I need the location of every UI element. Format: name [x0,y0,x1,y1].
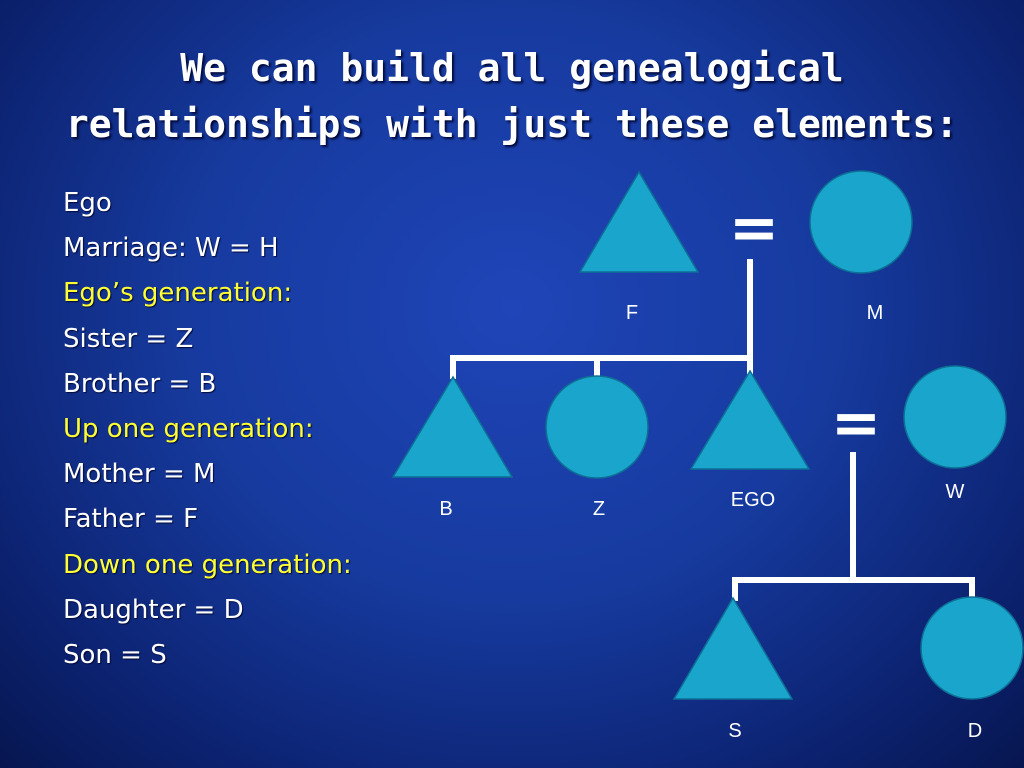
legend-item-son: Son = S [63,639,167,670]
legend-heading-down-one-generation: Down one generation: [63,549,352,580]
legend-item-daughter: Daughter = D [63,594,244,625]
label-sister: Z [593,498,605,520]
label-son: S [728,720,741,742]
title-line-2: relationships with just these elements: [65,102,959,146]
legend-item-sister: Sister = Z [63,323,194,354]
son-triangle-icon [672,596,794,700]
label-wife: W [946,481,965,503]
kinship-lines [450,259,975,601]
label-daughter: D [968,720,982,742]
daughter-circle-icon [920,596,1024,700]
brother-triangle-icon [391,375,514,478]
legend-item-brother: Brother = B [63,368,217,399]
marriage-symbol-parents: = [729,193,779,263]
slide-title: We can build all genealogical relationsh… [0,40,1024,152]
legend-item-mother: Mother = M [63,459,216,490]
marriage-symbol-ego: = [831,388,881,458]
label-mother: M [867,302,884,324]
label-father: F [626,302,638,324]
legend-list: Ego Marriage: W = H Ego’s generation: Si… [63,181,352,678]
ego-triangle-icon [689,369,811,470]
legend-heading-egos-generation: Ego’s generation: [63,278,293,309]
title-line-1: We can build all genealogical [180,46,844,90]
label-brother: B [439,498,452,520]
mother-circle-icon [809,170,913,274]
legend-item-marriage: Marriage: W = H [63,233,279,264]
legend-item-ego: Ego [63,188,112,218]
label-ego: EGO [731,489,775,511]
father-triangle-icon [578,170,700,273]
wife-circle-icon [903,365,1007,469]
legend-item-father: Father = F [63,504,199,535]
legend-heading-up-one-generation: Up one generation: [63,413,314,444]
sister-circle-icon [545,375,649,479]
